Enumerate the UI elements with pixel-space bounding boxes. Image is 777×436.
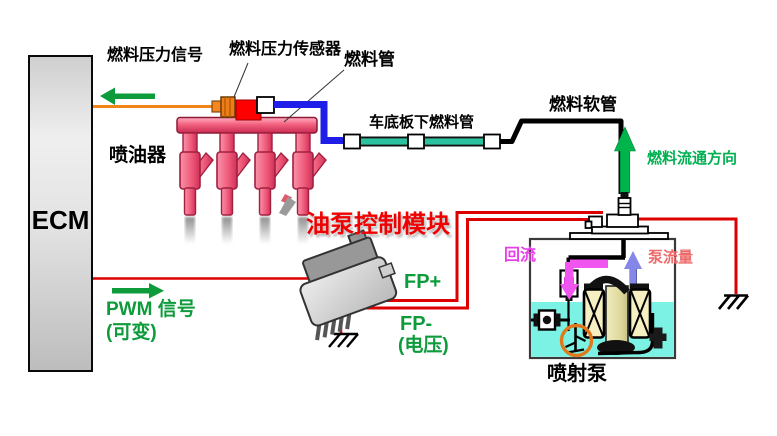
label-underfloor-fuel-pipe: 车底板下燃料管: [369, 114, 475, 131]
pump-ground-wire: [638, 217, 738, 294]
label-fuel-flow-direction: 燃料流通方向: [647, 150, 738, 167]
label-return-flow: 回流: [504, 247, 537, 264]
pump-flow-arrow-icon: [624, 251, 642, 295]
flange-fitting: [617, 192, 632, 216]
label-fp-minus: FP-: [400, 313, 433, 335]
pipe-connector-3: [483, 133, 501, 150]
flow-up-arrow-icon: [614, 126, 636, 194]
pump-control-module-shape: [299, 229, 398, 341]
ground-symbol-module-icon: [328, 332, 359, 348]
ecm-label: ECM: [31, 205, 90, 235]
signal-right-arrow-icon: [112, 283, 164, 299]
pump-flange: [569, 213, 669, 240]
fp-plus-wire: [356, 211, 603, 302]
fuel-pressure-sensor-shape: [220, 96, 236, 118]
sensor-callout-line: [233, 62, 249, 98]
pipe-connector-2: [407, 133, 425, 150]
rail-outlet-connector: [256, 96, 275, 114]
jet-pump-highlight-circle: [559, 323, 594, 358]
label-pump-flow: 泵流量: [648, 249, 694, 266]
pipe-connector-1: [343, 133, 361, 150]
ground-symbol-right-icon: [717, 294, 750, 310]
injector-1: [180, 133, 213, 244]
fuel-strainer: [531, 309, 570, 331]
fuel-hose-black: [498, 118, 624, 194]
label-fuel-hose: 燃料软管: [549, 95, 617, 114]
injector-2: [217, 133, 250, 244]
fuel-pipe-callout-line: [283, 69, 345, 123]
fuel-pipe-blue: [274, 101, 346, 144]
return-flow-arrow-icon: [560, 259, 608, 300]
fuel-pump-assembly: [582, 275, 667, 356]
label-fuel-pressure-sensor: 燃料压力传感器: [229, 41, 342, 58]
label-fuel-pressure-signal: 燃料压力信号: [107, 47, 204, 64]
fp-minus-wire: [350, 218, 592, 310]
label-pwm-signal: PWM 信号: [106, 299, 196, 320]
label-injectors: 喷油器: [109, 145, 167, 166]
injector-3: [255, 133, 288, 244]
jet-pump-glyph: [565, 323, 586, 354]
signal-left-arrow-icon: [100, 87, 155, 105]
label-pump-control-module: 油泵控制模块: [306, 211, 450, 238]
label-fuel-pipe: 燃料管: [344, 50, 395, 69]
label-jet-pump: 喷射泵: [547, 363, 607, 385]
label-pwm-variable: (可变): [106, 322, 157, 343]
label-fp-voltage: (电压): [398, 335, 449, 356]
label-fp-plus: FP+: [404, 271, 442, 293]
ecm-block: ECM: [28, 55, 93, 372]
module-3d-accent: [279, 194, 296, 216]
